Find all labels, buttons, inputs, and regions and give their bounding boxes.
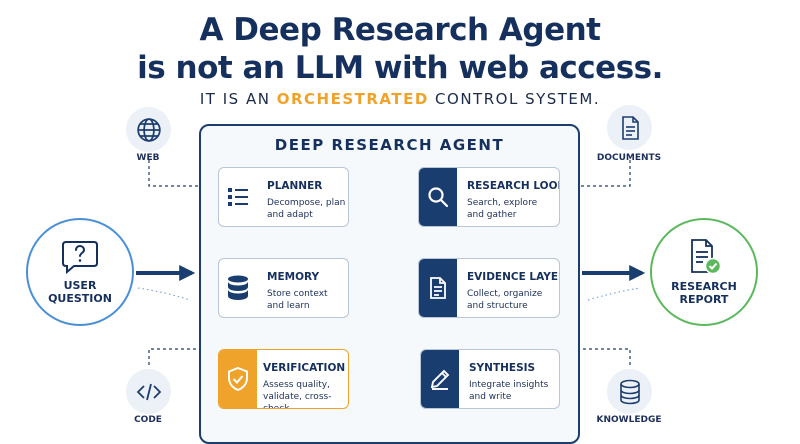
search-icon [428, 187, 449, 208]
documents-connector [580, 160, 631, 187]
planner-name: PLANNER [267, 180, 323, 192]
output-dots [587, 287, 641, 301]
speech-bubble-question-icon [62, 241, 98, 275]
knowledge-source [607, 369, 652, 414]
subtitle-highlight: ORCHESTRATED [276, 90, 429, 108]
document-icon [621, 115, 639, 140]
synthesis-name: SYNTHESIS [469, 362, 536, 374]
verification-desc: Assess quality,validate, cross-check [263, 380, 332, 409]
documents-source [607, 105, 652, 150]
evidence-layer-name: EVIDENCE LAYER [467, 271, 560, 283]
input-dots [137, 287, 191, 301]
list-icon [228, 188, 248, 206]
knowledge-label: KNOWLEDGE [596, 415, 662, 425]
report-check-icon [691, 239, 722, 275]
web-connector [148, 160, 199, 187]
evidence-document-icon [430, 277, 446, 299]
title-line-2: is not an LLM with web access. [137, 50, 663, 86]
globe-icon [136, 117, 161, 142]
web-label: WEB [136, 153, 160, 163]
knowledge-connector [580, 348, 631, 365]
panel-title: DEEP RESEARCH AGENT [274, 136, 505, 154]
memory-name: MEMORY [267, 271, 320, 283]
documents-label: DOCUMENTS [596, 153, 662, 163]
memory-database-icon [228, 275, 248, 300]
shield-check-icon [228, 366, 248, 392]
web-source [126, 107, 171, 152]
research-loop-name: RESEARCH LOOP [467, 180, 560, 192]
pen-icon [430, 369, 450, 390]
subtitle-pre: IT IS AN [199, 90, 277, 108]
database-icon [619, 379, 640, 404]
code-source [126, 369, 171, 414]
verification-name: VERIFICATION [263, 362, 346, 374]
code-label: CODE [134, 415, 162, 425]
code-icon [136, 383, 161, 400]
verification-card: VERIFICATION Assess quality,validate, cr… [218, 349, 349, 409]
title-line-1: A Deep Research Agent [199, 12, 601, 48]
code-connector [148, 348, 199, 365]
subtitle: IT IS AN ORCHESTRATED CONTROL SYSTEM. [0, 90, 800, 108]
subtitle-post: CONTROL SYSTEM. [428, 90, 601, 108]
